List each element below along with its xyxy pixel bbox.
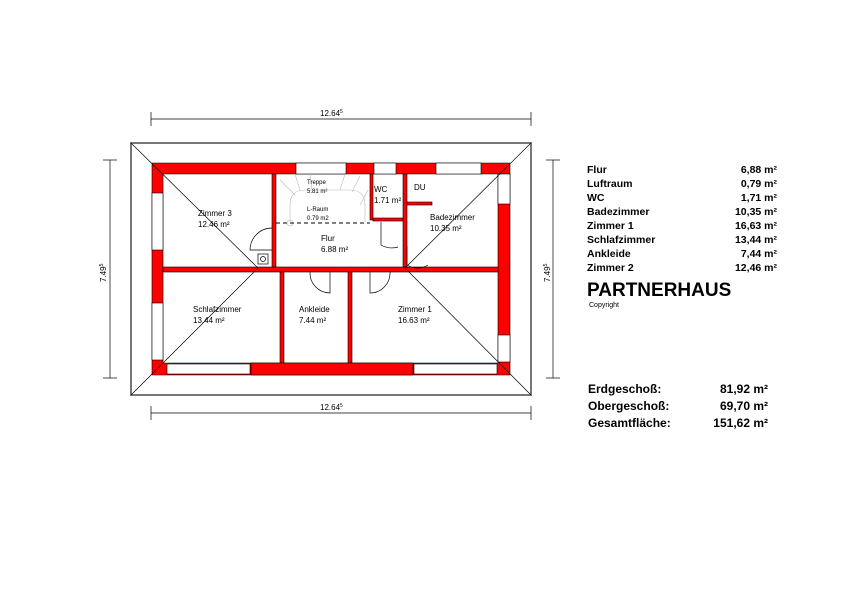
copyright: Copyright	[589, 302, 619, 309]
walls	[151, 162, 511, 376]
legend-row: Badezimmer 10,35 m²	[587, 205, 777, 219]
legend-area: 7,44 m²	[740, 248, 777, 260]
total-label: Gesamtfläche:	[588, 416, 671, 430]
roof-outline	[130, 142, 532, 396]
legend-area: 16,63 m²	[734, 220, 777, 232]
room-area: 0.79 m2	[307, 216, 329, 222]
windows	[151, 162, 511, 375]
legend-room: Zimmer 2	[587, 262, 634, 274]
legend-row: WC 1,71 m²	[587, 191, 777, 205]
room-name: Schlafzimmer	[193, 305, 242, 314]
room-name: Flur	[321, 234, 335, 243]
legend-room: Ankleide	[587, 248, 631, 260]
legend-row: Luftraum 0,79 m²	[587, 177, 777, 191]
total-value: 69,70 m²	[719, 399, 768, 413]
room-area: 12.46 m²	[198, 220, 230, 229]
room-name: Badezimmer	[430, 213, 475, 222]
room-name: Zimmer 3	[198, 209, 232, 218]
room-labels: Zimmer 3 12.46 m² Treppe 5.81 m² L-Raum …	[193, 180, 475, 325]
dimension-lines	[103, 112, 560, 420]
room-name: L-Raum	[307, 207, 328, 213]
legend-row: Zimmer 1 16,63 m²	[587, 219, 777, 233]
room-name: Ankleide	[299, 305, 330, 314]
room-name: WC	[374, 185, 388, 194]
room-area: 7.44 m²	[299, 316, 326, 325]
room-area: 10.35 m²	[430, 224, 462, 233]
room-name: Treppe	[307, 180, 326, 186]
chimney-icon	[257, 253, 269, 265]
legend-area: 6,88 m²	[740, 164, 777, 176]
room-area: 5.81 m²	[307, 189, 327, 195]
room-area: 6.88 m²	[321, 245, 348, 254]
legend-area: 10,35 m²	[734, 206, 777, 218]
legend-row: Schlafzimmer 13,44 m²	[587, 233, 777, 247]
legend-room: Flur	[587, 164, 607, 176]
total-row: Obergeschoß: 69,70 m²	[588, 398, 768, 415]
total-row: Gesamtfläche: 151,62 m²	[588, 415, 768, 432]
width-dimension-top: 12.645	[320, 109, 343, 118]
legend-room: Schlafzimmer	[587, 234, 656, 246]
room-name: Zimmer 1	[398, 305, 432, 314]
doors[interactable]	[249, 222, 429, 294]
legend-room: Zimmer 1	[587, 220, 634, 232]
total-value: 151,62 m²	[713, 416, 768, 430]
width-dimension-bottom: 12.645	[320, 403, 343, 412]
staircase	[279, 173, 369, 227]
total-label: Obergeschoß:	[588, 399, 670, 413]
legend-row: Ankleide 7,44 m²	[587, 247, 777, 261]
legend-area: 12,46 m²	[734, 262, 777, 274]
legend-row: Flur 6,88 m²	[587, 163, 777, 177]
legend-room: Luftraum	[587, 178, 633, 190]
room-area: 16.63 m²	[398, 316, 430, 325]
total-value: 81,92 m²	[719, 382, 768, 396]
depth-dimension-right: 7.495	[543, 263, 552, 282]
house-title: PARTNERHAUS	[587, 280, 732, 301]
legend-row: Zimmer 2 12,46 m²	[587, 261, 777, 275]
legend-area: 13,44 m²	[734, 234, 777, 246]
legend-room: Badezimmer	[587, 206, 650, 218]
chimney-flue-icon	[260, 256, 266, 262]
legend-area: 1,71 m²	[740, 192, 777, 204]
total-label: Erdgeschoß:	[588, 382, 662, 396]
roof-hip-lines	[130, 142, 532, 396]
legend-area: 0,79 m²	[740, 178, 777, 190]
legend-room: WC	[587, 192, 605, 204]
room-area: 1.71 m²	[374, 196, 401, 205]
total-row: Erdgeschoß: 81,92 m²	[588, 381, 768, 398]
area-totals: Erdgeschoß: 81,92 m² Obergeschoß: 69,70 m²…	[588, 381, 768, 432]
room-area: 13.44 m²	[193, 316, 225, 325]
room-area-legend: Flur 6,88 m² Luftraum 0,79 m² WC 1,71 m² Ba…	[587, 163, 777, 275]
room-name: DU	[414, 183, 426, 192]
depth-dimension-left: 7.495	[99, 263, 108, 282]
